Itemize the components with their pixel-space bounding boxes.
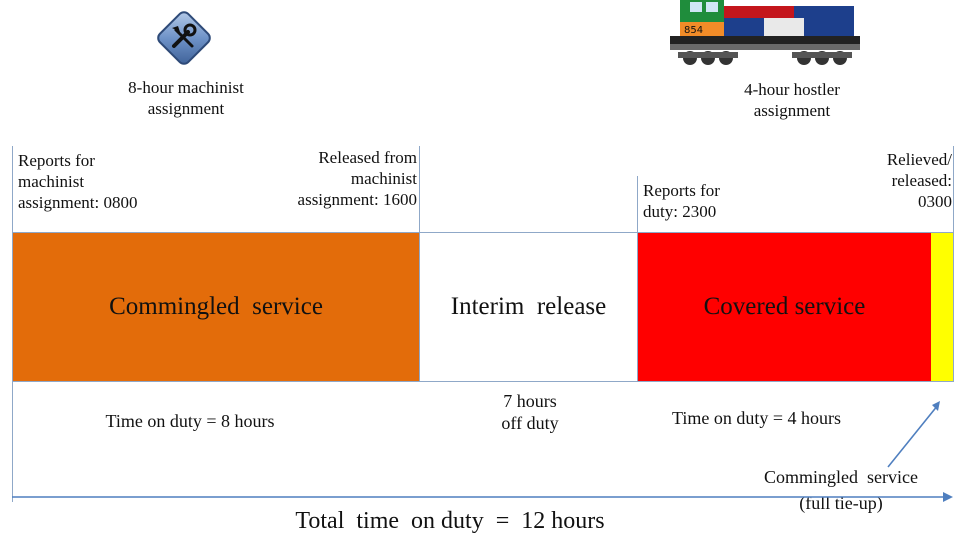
commingled-service-label: Commingled service [109,293,323,320]
commingled-tieup-annotation: Commingled service (full tie-up) [764,467,918,513]
interim-release-segment: Interim release [420,232,637,382]
covered-service-label: Covered service [703,293,866,320]
hostler-report-line [637,176,638,382]
interim-off-duty: 7 hours off duty [501,391,559,433]
hostler-assignment-label: 4-hour hostler assignment [672,79,912,121]
hostler-reports-label: Reports for duty: 2300 [643,181,720,221]
left-boundary-line [12,146,13,502]
tools-icon [152,6,216,70]
bar-top-border [12,232,954,233]
machinist-time-on-duty: Time on duty = 8 hours [105,411,275,431]
hostler-time-on-duty: Time on duty = 4 hours [672,408,842,428]
total-duration-arrow [12,492,953,502]
interim-release-label: Interim release [450,293,607,320]
locomotive-number: 854 [684,25,703,36]
machinist-released-label: Released from machinist assignment: 1600 [297,148,417,209]
machinist-reports-label: Reports for machinist assignment: 0800 [18,151,138,212]
annotation-arrow [887,401,940,468]
hostler-label-line2: assignment [753,101,831,120]
commingled-service-segment: Commingled service [13,232,419,382]
right-boundary-line [953,146,954,382]
total-time-on-duty: Total time on duty = 12 hours [295,508,605,534]
bar-bottom-border [12,381,954,382]
covered-service-segment: Covered service [638,232,931,382]
machinist-label-line2: assignment [147,99,225,118]
machinist-release-line [419,146,420,382]
machinist-assignment-label: 8-hour machinist assignment [86,77,286,119]
hostler-relieved-label: Relieved/ released: 0300 [886,150,952,211]
machinist-label-line1: 8-hour machinist [128,78,244,97]
hostler-label-line1: 4-hour hostler [744,80,840,99]
full-tie-up-segment [931,232,953,382]
locomotive-icon: 854 [664,0,864,74]
